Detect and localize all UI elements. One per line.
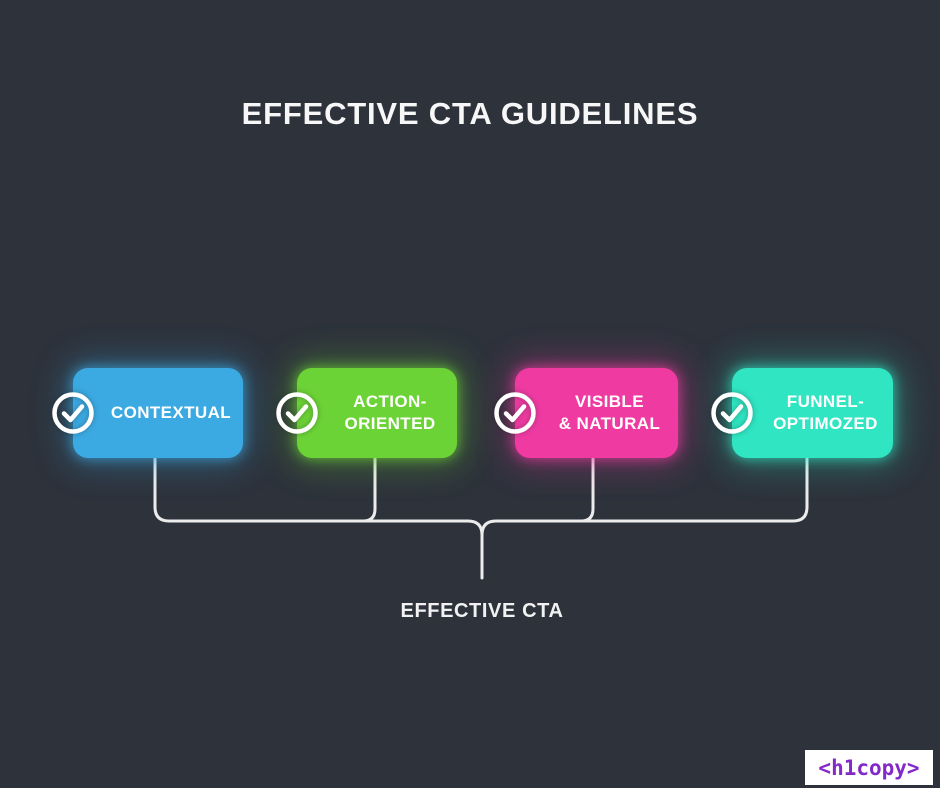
cta-box-label: ACTION- ORIENTED [344, 391, 435, 435]
effective-cta-label: EFFECTIVE CTA [400, 600, 564, 622]
cta-box-label: FUNNEL- OPTIMOZED [773, 391, 878, 435]
cta-box-action-oriented: ACTION- ORIENTED [276, 368, 457, 458]
check-circle-icon [274, 390, 320, 436]
label-line-2: & NATURAL [558, 414, 661, 433]
bracket-left-path [153, 456, 484, 580]
cta-box-label: VISIBLE & NATURAL [559, 391, 661, 435]
label-line-1: ACTION- [353, 391, 427, 411]
check-circle-icon [50, 390, 96, 436]
check-circle-icon [492, 390, 538, 436]
page-title: EFFECTIVE CTA GUIDELINES [241, 96, 699, 131]
cta-box-label: CONTEXTUAL [111, 402, 231, 424]
cta-box-contextual: CONTEXTUAL [52, 368, 243, 458]
drop-line-action-oriented [361, 456, 377, 523]
cta-box-funnel-optimized: FUNNEL- OPTIMOZED [711, 368, 893, 458]
cta-box-visible-natural: VISIBLE & NATURAL [494, 368, 678, 458]
h1copy-logo-text: <h1copy> [818, 755, 920, 780]
label-line-2: ORIENTED [344, 414, 436, 433]
label-line-2: OPTIMOZED [773, 414, 878, 433]
label-line-1: VISIBLE [575, 391, 644, 411]
drop-line-visible-natural [579, 456, 595, 523]
check-circle-icon [709, 390, 755, 436]
label-line-1: CONTEXTUAL [110, 402, 232, 422]
h1copy-logo: <h1copy> [805, 750, 933, 785]
label-line-1: FUNNEL- [786, 391, 865, 411]
bracket-right-path [480, 456, 809, 537]
